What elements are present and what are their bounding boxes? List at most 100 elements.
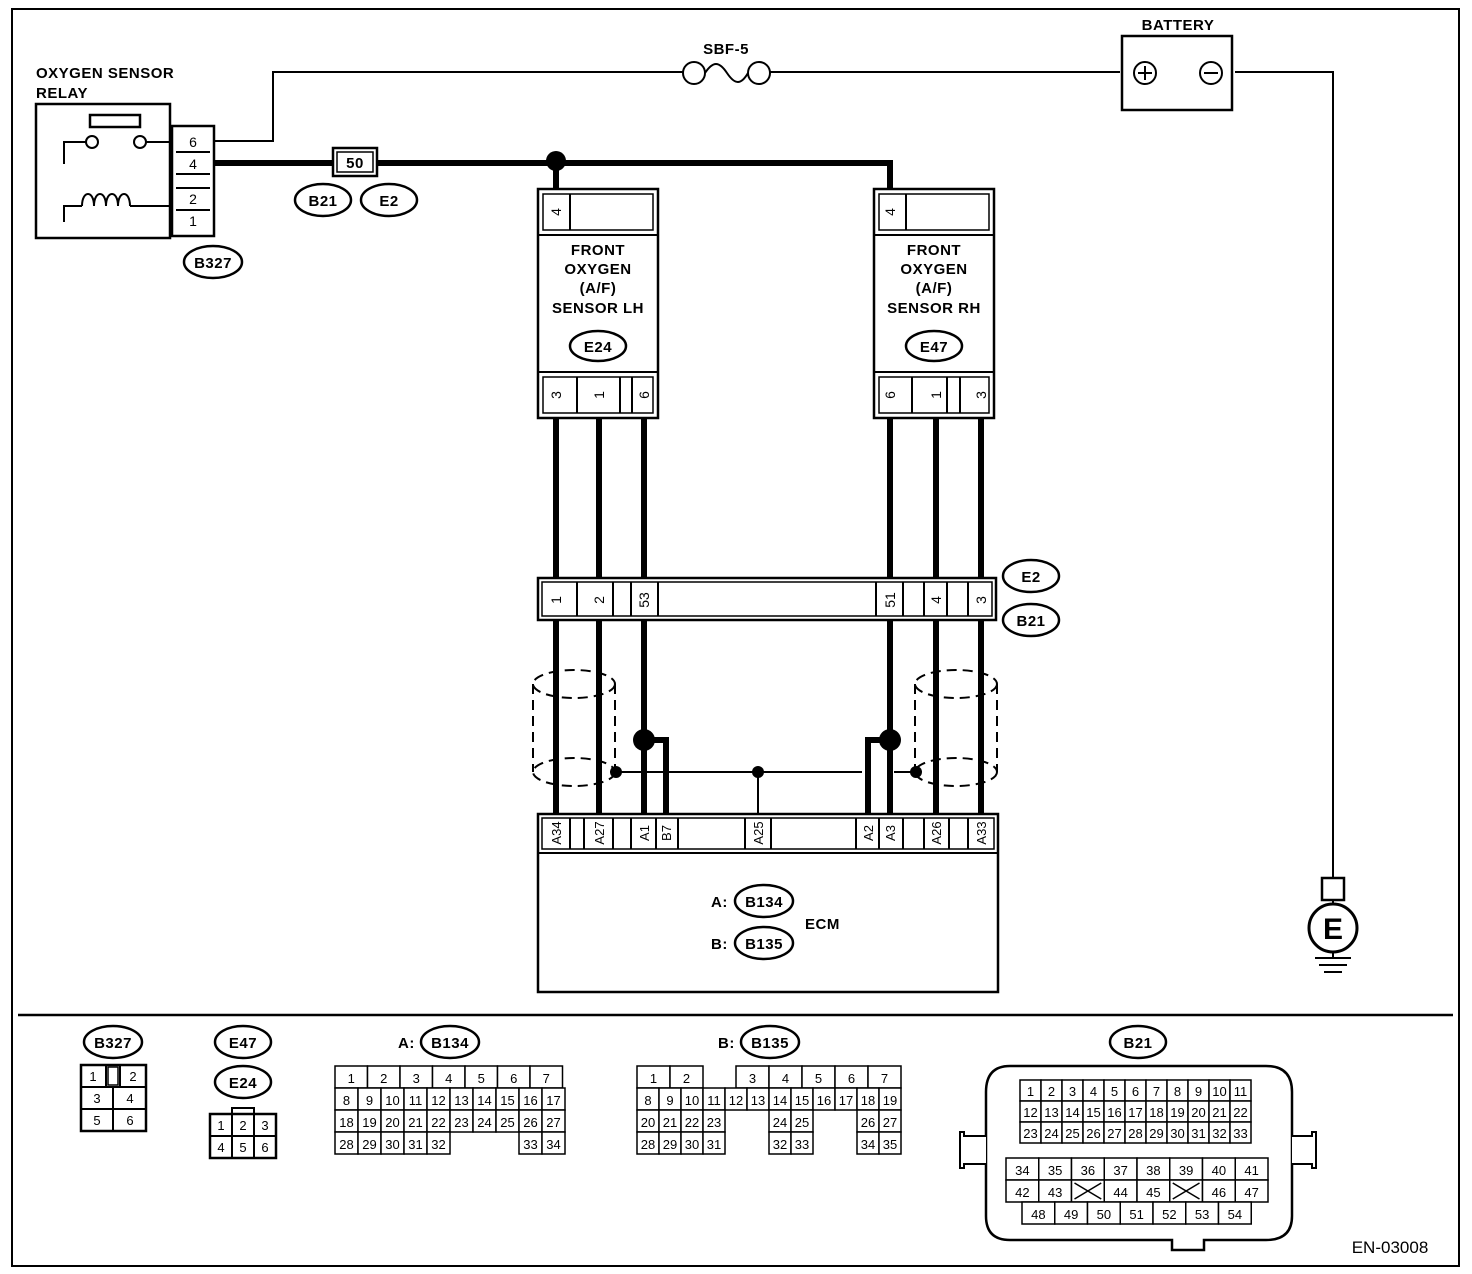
pin-number: 30 [385,1137,399,1152]
cv-b327-pin: 5 [93,1113,100,1128]
pin-number: 19 [362,1115,376,1130]
pin-number: 26 [861,1115,875,1130]
pin-number: 49 [1064,1207,1078,1222]
pin-number: 30 [1170,1126,1184,1141]
sensor-lh-connector: E24 [584,339,612,356]
pin-number: 25 [1065,1126,1079,1141]
pin-cell [1217,1201,1252,1225]
pin-number: 22 [1233,1105,1247,1120]
pin-number: 3 [749,1071,756,1086]
pin-number: 6 [1132,1084,1139,1099]
mid-pin-53: 53 [636,592,652,608]
pin-number: 7 [1153,1084,1160,1099]
pin-number: 4 [1090,1084,1097,1099]
pin-number: 39 [1179,1163,1193,1178]
pin-cell [541,1131,566,1155]
pin-number: 29 [362,1137,376,1152]
sensor-rh-body [872,187,996,420]
connector-tag [82,1024,144,1060]
pin-number: 27 [883,1115,897,1130]
mid-pin-51: 51 [882,592,898,608]
shield-lh [532,669,616,787]
pin-number: 32 [773,1137,787,1152]
pin-number: 43 [1048,1185,1062,1200]
sensor-rh-title-4: SENSOR RH [887,300,981,317]
pin-number: 50 [1097,1207,1111,1222]
ecm-pin-a26: A26 [929,821,944,844]
pin-number: 21 [663,1115,677,1130]
pin-number: 16 [523,1093,537,1108]
cv-e24-pin: 3 [261,1118,268,1133]
ecm-pin-a34: A34 [549,821,564,844]
pin-number: 8 [343,1093,350,1108]
mid-pin-1: 1 [548,596,564,604]
mid-pin-2: 2 [591,596,607,604]
blank-pin-cross [1172,1182,1200,1200]
pin-number: 31 [408,1137,422,1152]
pin-number: 25 [500,1115,514,1130]
cv-b327-pin: 4 [126,1091,133,1106]
pin-number: 11 [707,1093,721,1108]
connector-tag [359,182,419,218]
cv-b134-prefix: A: [398,1035,415,1052]
cv-e24-pin: 4 [217,1140,224,1155]
sensor-lh-title-1: FRONT [571,242,625,259]
pin-number: 17 [1128,1105,1142,1120]
sensor-lh-pin-3: 3 [548,391,564,399]
pin-number: 8 [1174,1084,1181,1099]
sensor-rh-connector: E47 [920,339,948,356]
connector-tag [213,1064,273,1100]
ecm-conn-b: B135 [745,936,783,953]
pin-number: 14 [477,1093,491,1108]
pin-number: 23 [1023,1126,1037,1141]
cv-e24-pin: 2 [239,1118,246,1133]
splice-dot [546,151,566,171]
pin-number: 33 [523,1137,537,1152]
pin-number: 2 [683,1071,690,1086]
pin-number: 1 [1027,1084,1034,1099]
pin-number: 2 [1048,1084,1055,1099]
mid-connector-b21: B21 [1016,613,1045,630]
ecm-label: ECM [805,916,840,933]
pin-number: 32 [431,1137,445,1152]
pin-number: 9 [366,1093,373,1108]
pin-number: 19 [883,1093,897,1108]
pin-number: 10 [385,1093,399,1108]
pin-number: 9 [1195,1084,1202,1099]
cv-b327-grid [79,1063,148,1133]
pin-number: 21 [1212,1105,1226,1120]
pin-number: 47 [1244,1185,1258,1200]
joint-pin: 50 [346,155,364,172]
pin-number: 52 [1162,1207,1176,1222]
cv-b134-name: B134 [431,1035,469,1052]
connector-tag [739,1024,801,1060]
pin-number: 31 [707,1137,721,1152]
sensor-rh-pin-6: 6 [882,391,898,399]
fuse-label: SBF-5 [703,41,749,58]
relay-connector-label: B327 [194,255,232,272]
relay-pin-1: 1 [189,213,197,229]
sensor-lh-pin-1: 1 [591,391,607,399]
pin-number: 48 [1031,1207,1045,1222]
cv-e24-grid [208,1107,278,1160]
relay-pin-4: 4 [189,156,197,172]
pin-number: 34 [546,1137,560,1152]
sensor-rh-title-1: FRONT [907,242,961,259]
pin-number: 51 [1129,1207,1143,1222]
pin-number: 6 [848,1071,855,1086]
shield-rh [914,669,998,787]
pin-number: 3 [413,1071,420,1086]
pin-number: 35 [883,1137,897,1152]
pin-number: 5 [815,1071,822,1086]
outer-frame [11,8,1460,1267]
cv-b21-name: B21 [1123,1035,1152,1052]
pin-number: 44 [1113,1185,1127,1200]
pin-number: 28 [1128,1126,1142,1141]
connector-tag [1001,602,1061,638]
ground-symbol [1307,876,1359,973]
connector-tag [182,244,244,280]
pin-number: 24 [477,1115,491,1130]
pin-number: 1 [650,1071,657,1086]
connector-tag [733,883,795,919]
